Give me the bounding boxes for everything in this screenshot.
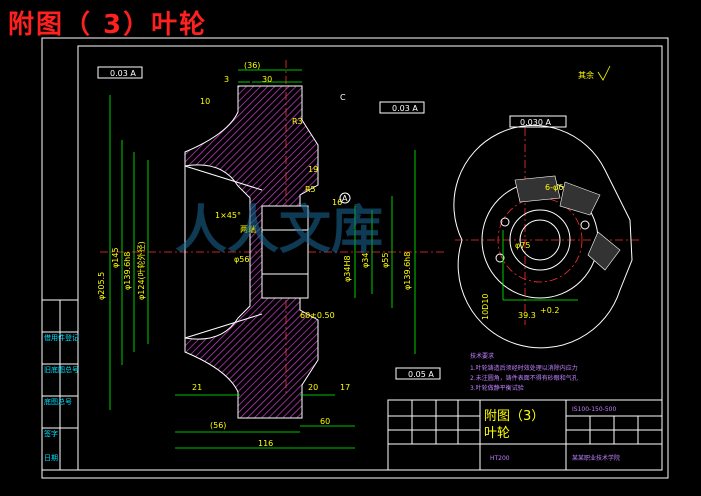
dim-60: 60 — [320, 417, 330, 426]
dim-dia-56: φ56 — [234, 255, 249, 264]
watermark: 人人文库 — [175, 201, 383, 261]
tolerance-frame-bottom: 0.05 A — [395, 367, 441, 380]
dim-19: 19 — [308, 165, 318, 174]
dim-116: 116 — [258, 439, 273, 448]
tech-item-1: 2.未注圆角，铸件表面不得有砂眼和气孔 — [470, 374, 578, 382]
roughness-note: 其余 — [578, 70, 594, 80]
dim-right-10: 10D10 — [481, 293, 490, 320]
svg-text:0.03 A: 0.03 A — [110, 69, 136, 78]
side-row-4: 日期 — [44, 454, 58, 462]
title-block-material: HT200 — [490, 455, 510, 462]
dim-right-6-96: 6-φ6 — [545, 183, 563, 192]
dim-keyway: 60±0.50 — [300, 311, 335, 320]
title-block — [387, 399, 663, 471]
dim-right-75: φ75 — [515, 241, 530, 250]
dim-right-tol: +0.2 — [540, 306, 559, 315]
side-row-0: 借用件登记 — [44, 333, 79, 342]
label-c: C — [340, 93, 346, 102]
dim-right-39: 39.3 — [518, 311, 536, 320]
tolerance-frame-right: 0.030 A — [509, 115, 567, 128]
title-block-school: 某某职业技术学院 — [572, 454, 620, 462]
tech-item-2: 3.叶轮做静平衡试验 — [470, 384, 524, 392]
dim-top-3: 3 — [224, 75, 229, 84]
dim-dia-139: φ139.6h8 — [123, 252, 132, 290]
dim-20: 20 — [308, 383, 318, 392]
dim-dia-205: φ205.5 — [97, 272, 106, 300]
dim-10: 10 — [200, 97, 210, 106]
dim-17: 17 — [340, 383, 350, 392]
dim-top-30: 30 — [262, 75, 272, 84]
tolerance-frame-top-left: 0.03 A — [97, 66, 143, 79]
datum-label: A — [342, 194, 348, 203]
side-table: 借用件登记 旧底图总号 底图总号 签字 日期 — [41, 299, 79, 471]
dim-dia-145: φ145 — [111, 247, 120, 268]
side-row-1: 旧底图总号 — [44, 365, 79, 374]
dim-dia-124: φ124(叶轮外径) — [136, 241, 146, 300]
dim-top-36: (36) — [244, 61, 260, 70]
tolerance-frame-center: 0.03 A — [379, 101, 425, 114]
svg-text:0.03 A: 0.03 A — [392, 104, 418, 113]
dim-r5: R5 — [305, 185, 316, 194]
page-title: 附图（ 3）叶轮 — [8, 10, 208, 40]
svg-text:0.030 A: 0.030 A — [520, 118, 551, 127]
dim-dia-34h8: φ34H8 — [343, 255, 352, 282]
title-block-drawing-no: IS100-150-500 — [572, 406, 616, 413]
impeller-section — [184, 85, 319, 419]
dim-dia-34: φ34 — [361, 253, 370, 268]
svg-text:0.05 A: 0.05 A — [408, 370, 434, 379]
side-row-3: 签字 — [44, 429, 58, 438]
title-block-name-1: 附图（3） — [484, 409, 544, 424]
dim-r3: R3 — [292, 117, 303, 126]
roughness-symbol-icon — [597, 65, 611, 81]
blade-line-bottom — [184, 313, 263, 339]
blade-line-top — [184, 165, 263, 191]
title-block-name-2: 叶轮 — [484, 426, 510, 441]
dimension-lines — [109, 69, 416, 449]
right-view — [453, 124, 640, 349]
dim-hole-note: 两端 — [240, 224, 256, 234]
tech-item-0: 1.叶轮铸造后须经时效处理以消除内应力 — [470, 364, 578, 372]
dim-56b: (56) — [210, 421, 226, 430]
dim-dia-139b: φ139.6h8 — [403, 252, 412, 290]
tech-heading: 技术要求 — [470, 352, 494, 360]
inner-frame — [77, 45, 663, 471]
dim-21: 21 — [192, 383, 202, 392]
outer-frame — [41, 37, 669, 479]
datum-circle — [339, 192, 351, 204]
dim-dia-55: φ55 — [381, 253, 390, 268]
dim-16: 16 — [332, 198, 342, 207]
dim-chamfer: 1×45° — [215, 211, 241, 220]
side-row-2: 底图总号 — [44, 397, 72, 406]
